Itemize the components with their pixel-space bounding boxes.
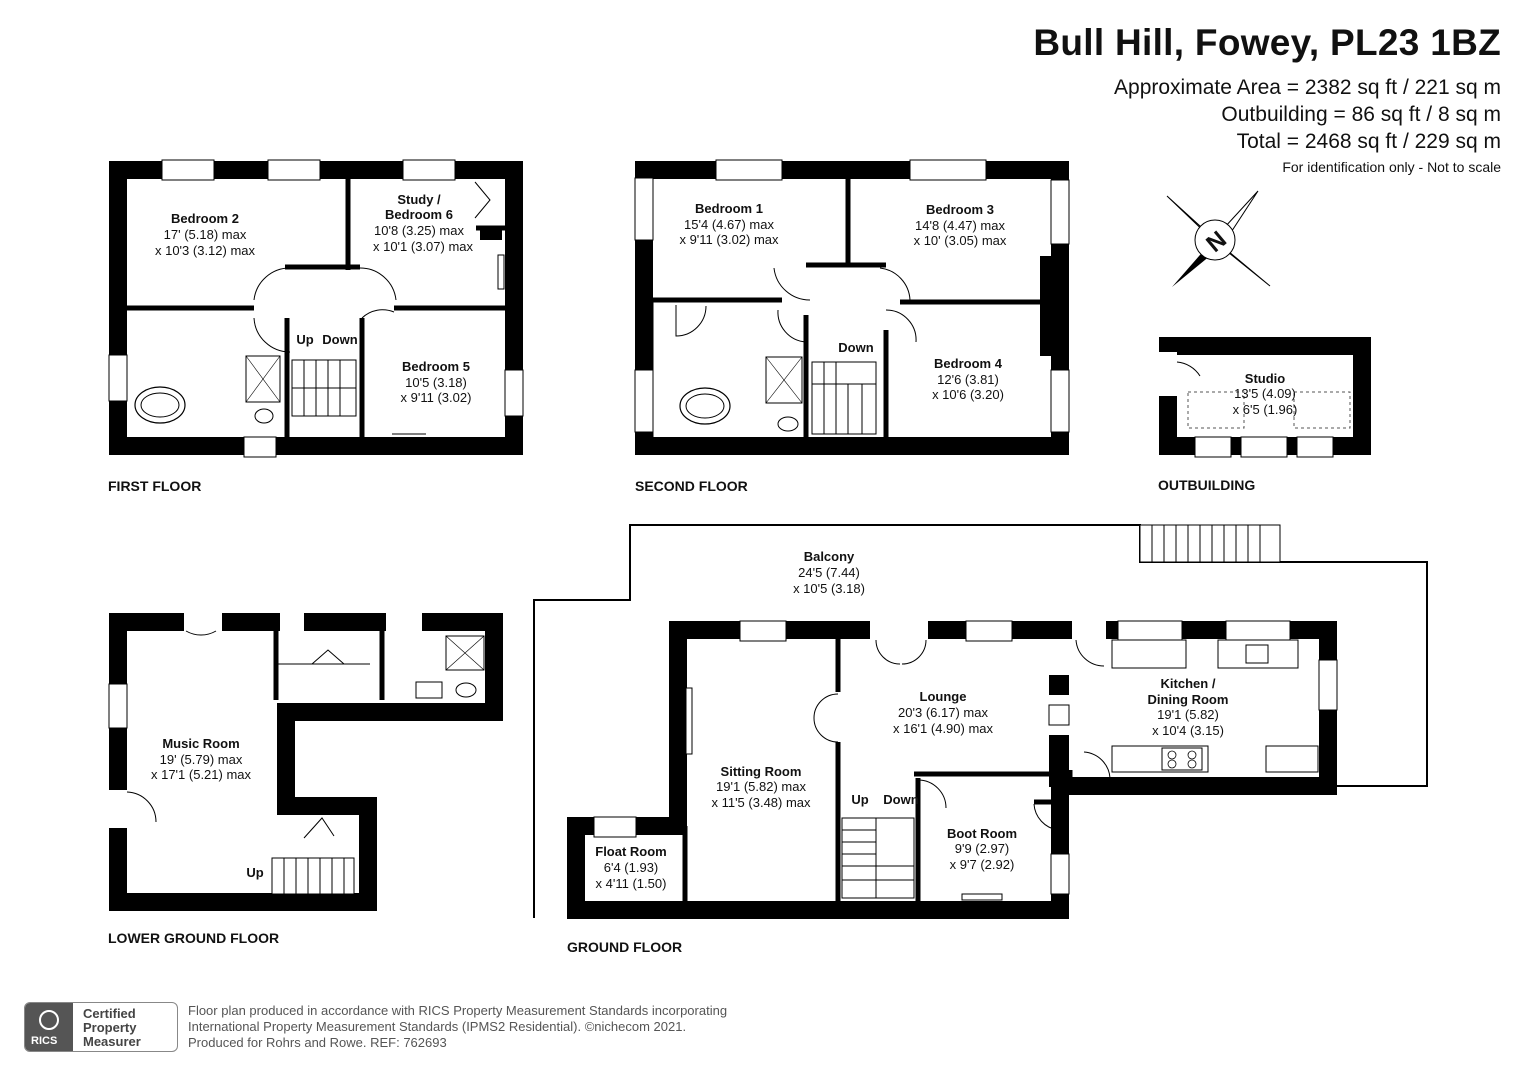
- balcony-dim2: x 10'5 (3.18): [793, 581, 865, 596]
- disclaimer-note: For identification only - Not to scale: [1282, 159, 1501, 175]
- bedroom5-dim2: x 9'11 (3.02): [401, 390, 472, 405]
- second-stairs-down: Down: [838, 340, 873, 355]
- property-title: Bull Hill, Fowey, PL23 1BZ: [1033, 22, 1501, 63]
- footer-line2: International Property Measurement Stand…: [188, 1019, 687, 1034]
- first-stairs-up: Up: [296, 332, 313, 347]
- footer-line1: Floor plan produced in accordance with R…: [188, 1003, 728, 1018]
- bedroom5-dim1: 10'5 (3.18): [405, 375, 467, 390]
- study-dim1: 10'8 (3.25) max: [374, 223, 464, 238]
- float-room-dim2: x 4'11 (1.50): [596, 876, 667, 891]
- compass-icon: [1166, 190, 1271, 287]
- study-name2: Bedroom 6: [385, 207, 453, 222]
- lower-ground-floor-plan: [108, 613, 503, 911]
- lounge-name: Lounge: [920, 689, 967, 704]
- ground-floor-plan: [533, 524, 1428, 919]
- bedroom4-dim2: x 10'6 (3.20): [932, 387, 1004, 402]
- kitchen-dim1: 19'1 (5.82): [1157, 707, 1219, 722]
- ground-floor-title: GROUND FLOOR: [567, 939, 682, 955]
- sitting-room-dim1: 19'1 (5.82) max: [716, 779, 806, 794]
- kitchen-dim2: x 10'4 (3.15): [1152, 723, 1224, 738]
- study-dim2: x 10'1 (3.07) max: [373, 239, 474, 254]
- sitting-room-dim2: x 11'5 (3.48) max: [711, 795, 811, 810]
- bedroom2-name: Bedroom 2: [171, 211, 239, 226]
- outbuilding-plan: [1159, 337, 1371, 458]
- bedroom3-name: Bedroom 3: [926, 202, 994, 217]
- badge-line1: Certified: [83, 1006, 136, 1021]
- ground-stairs-down: Down: [883, 792, 918, 807]
- ground-stairs-up: Up: [851, 792, 868, 807]
- bedroom1-dim2: x 9'11 (3.02) max: [679, 232, 779, 247]
- rics-logo: RICS: [25, 1003, 73, 1051]
- footer-notes: Floor plan produced in accordance with R…: [188, 1003, 727, 1051]
- balcony-dim1: 24'5 (7.44): [798, 565, 860, 580]
- lower-stairs-up: Up: [246, 865, 263, 880]
- studio-name: Studio: [1245, 371, 1285, 386]
- area-main: Approximate Area = 2382 sq ft / 221 sq m: [1114, 76, 1501, 99]
- lounge-dim2: x 16'1 (4.90) max: [893, 721, 994, 736]
- badge-line2: Property: [83, 1020, 137, 1035]
- second-floor-title: SECOND FLOOR: [635, 478, 748, 494]
- boot-room-dim1: 9'9 (2.97): [955, 841, 1010, 856]
- outbuilding-title: OUTBUILDING: [1158, 477, 1255, 493]
- float-room-dim1: 6'4 (1.93): [604, 860, 659, 875]
- bedroom2-dim1: 17' (5.18) max: [164, 227, 247, 242]
- kitchen-name2: Dining Room: [1148, 692, 1229, 707]
- bedroom1-name: Bedroom 1: [695, 201, 763, 216]
- boot-room-name: Boot Room: [947, 826, 1017, 841]
- lounge-dim1: 20'3 (6.17) max: [898, 705, 988, 720]
- kitchen-name1: Kitchen /: [1161, 676, 1216, 691]
- float-room-name: Float Room: [595, 844, 667, 859]
- area-total: Total = 2468 sq ft / 229 sq m: [1236, 130, 1501, 153]
- first-stairs-down: Down: [322, 332, 357, 347]
- lower-ground-floor-title: LOWER GROUND FLOOR: [108, 930, 279, 946]
- bedroom4-name: Bedroom 4: [934, 356, 1003, 371]
- footer-line3: Produced for Rohrs and Rowe. REF: 762693: [188, 1035, 447, 1050]
- rics-certified-badge: RICS Certified Property Measurer: [24, 1002, 178, 1052]
- music-room-name: Music Room: [162, 736, 239, 751]
- rics-logo-word: RICS: [31, 1035, 58, 1047]
- bedroom2-dim2: x 10'3 (3.12) max: [155, 243, 256, 258]
- rics-seal-icon: [39, 1010, 59, 1030]
- studio-dim2: x 6'5 (1.96): [1233, 402, 1298, 417]
- boot-room-dim2: x 9'7 (2.92): [950, 857, 1015, 872]
- music-room-dim2: x 17'1 (5.21) max: [151, 767, 252, 782]
- bedroom1-dim1: 15'4 (4.67) max: [684, 217, 774, 232]
- bedroom3-dim2: x 10' (3.05) max: [914, 233, 1007, 248]
- area-outbuilding: Outbuilding = 86 sq ft / 8 sq m: [1221, 103, 1501, 126]
- studio-dim1: 13'5 (4.09): [1234, 386, 1296, 401]
- bedroom4-dim1: 12'6 (3.81): [937, 372, 999, 387]
- study-name1: Study /: [397, 192, 441, 207]
- bedroom5-name: Bedroom 5: [402, 359, 470, 374]
- badge-line3: Measurer: [83, 1034, 141, 1049]
- sitting-room-name: Sitting Room: [721, 764, 802, 779]
- second-floor-plan: [634, 159, 1070, 455]
- first-floor-title: FIRST FLOOR: [108, 478, 201, 494]
- first-floor-plan: [108, 159, 524, 458]
- music-room-dim1: 19' (5.79) max: [160, 752, 243, 767]
- bedroom3-dim1: 14'8 (4.47) max: [915, 218, 1005, 233]
- balcony-name: Balcony: [804, 549, 855, 564]
